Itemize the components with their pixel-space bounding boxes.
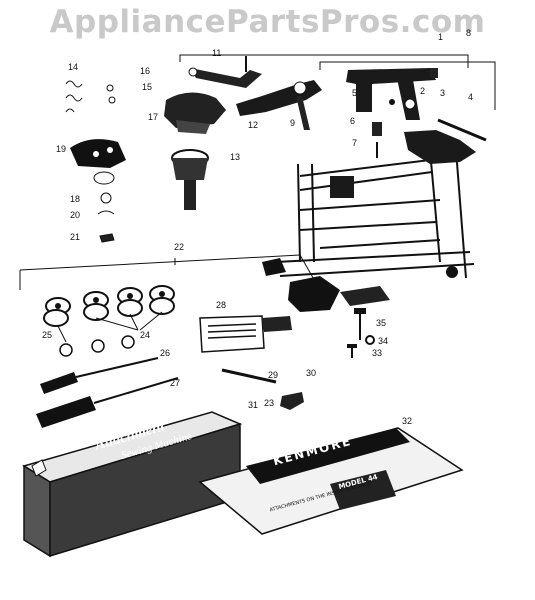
callout-26: 26 [160, 348, 170, 358]
callout-14: 14 [68, 62, 78, 72]
part-rocker [236, 80, 322, 130]
part-seam-guide [199, 315, 292, 353]
part-screws-right [347, 308, 375, 358]
callout-17: 17 [148, 112, 158, 122]
callout-6: 6 [350, 116, 355, 126]
callout-22: 22 [174, 242, 184, 252]
callout-2: 2 [420, 86, 425, 96]
callout-33: 33 [372, 348, 382, 358]
callout-32: 32 [402, 416, 412, 426]
callout-5: 5 [352, 88, 357, 98]
callout-28: 28 [216, 300, 226, 310]
callout-19: 19 [56, 144, 66, 154]
callout-16: 16 [140, 66, 150, 76]
machine-frame [262, 130, 476, 312]
callout-13: 13 [230, 152, 240, 162]
callout-3: 3 [440, 88, 445, 98]
callout-8: 8 [466, 28, 471, 38]
callout-25: 25 [42, 330, 52, 340]
callout-29: 29 [268, 370, 278, 380]
callout-23: 23 [264, 398, 274, 408]
callout-20: 20 [70, 210, 80, 220]
callout-31: 31 [248, 400, 258, 410]
top-bracket [179, 54, 496, 110]
small-parts [65, 80, 116, 243]
attachment-box [22, 411, 243, 558]
part-small-tools [221, 368, 304, 410]
part-screwdrivers [36, 357, 179, 428]
callout-1: 1 [438, 32, 443, 42]
part-feed-bracket [346, 68, 487, 158]
callout-11: 11 [212, 48, 221, 58]
part-presser-foot [164, 92, 226, 134]
callout-34: 34 [378, 336, 388, 346]
callout-15: 15 [142, 82, 152, 92]
watermark: AppliancePartsPros.com [49, 4, 486, 40]
callout-30: 30 [306, 368, 316, 378]
callout-9: 9 [290, 118, 295, 128]
callout-21: 21 [70, 232, 80, 242]
callout-18: 18 [70, 194, 80, 204]
callout-12: 12 [248, 120, 258, 130]
part-bobbin-case [171, 149, 209, 210]
part-throat-plate [70, 139, 126, 168]
callout-27: 27 [170, 378, 180, 388]
callout-35: 35 [376, 318, 386, 328]
part-bobbins [43, 285, 175, 357]
callout-7: 7 [352, 138, 357, 148]
instruction-manual [198, 427, 464, 535]
part-arm-link [188, 56, 262, 88]
callout-4: 4 [468, 92, 473, 102]
callout-24: 24 [140, 330, 150, 340]
